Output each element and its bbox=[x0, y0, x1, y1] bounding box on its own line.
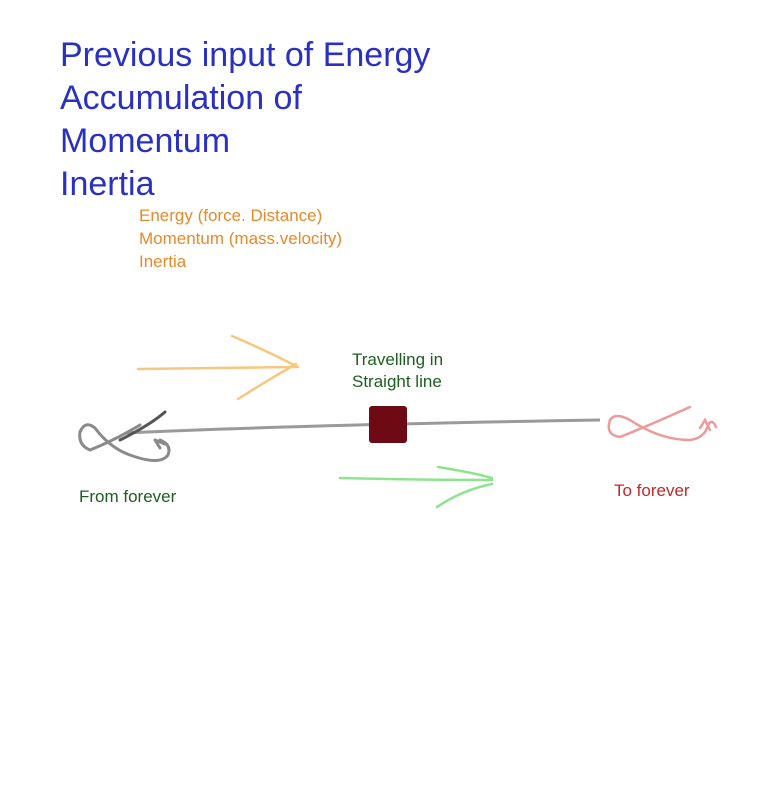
orange-arrow bbox=[136, 334, 300, 401]
heading-line: Accumulation of bbox=[60, 79, 302, 117]
travelling-label-line: Travelling in bbox=[352, 350, 444, 369]
sub-line: Energy (force. Distance) bbox=[139, 206, 323, 225]
from-forever-label: From forever bbox=[79, 487, 177, 506]
subheading-list: Energy (force. Distance) Momentum (mass.… bbox=[139, 204, 342, 273]
sub-line: Inertia bbox=[139, 252, 187, 271]
travelling-label-line: Straight line bbox=[352, 372, 442, 391]
green-arrow bbox=[338, 465, 494, 509]
heading: Previous input of Energy Accumulation of… bbox=[60, 34, 430, 206]
trajectory-line bbox=[124, 418, 601, 435]
moving-object bbox=[369, 406, 407, 443]
heading-line: Previous input of Energy bbox=[60, 36, 431, 74]
travelling-label: Travelling in Straight line bbox=[352, 349, 443, 393]
to-forever-label: To forever bbox=[614, 481, 690, 500]
infinity-left-icon bbox=[78, 410, 171, 462]
heading-line: Momentum bbox=[60, 122, 231, 160]
sub-line: Momentum (mass.velocity) bbox=[139, 229, 343, 248]
infinity-right-icon bbox=[607, 405, 718, 442]
heading-line: Inertia bbox=[60, 165, 155, 203]
